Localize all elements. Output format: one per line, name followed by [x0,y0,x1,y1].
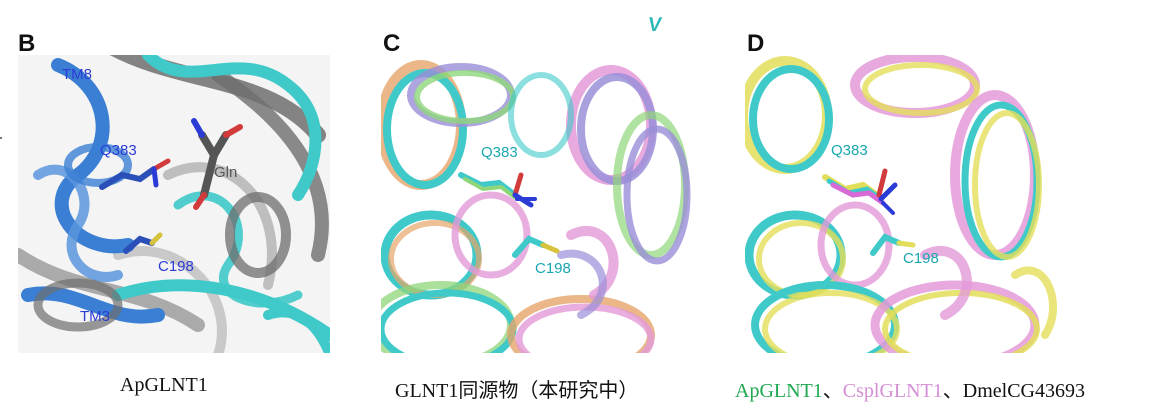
stray-mark: V [646,14,663,36]
panel-b-structure: TM8 Q383 Gln C198 TM3 [18,55,330,353]
label-q383: Q383 [100,142,137,159]
label-tm3: TM3 [80,308,110,325]
caption-d-apglnt1: ApGLNT1 [735,380,823,402]
stray-dot [0,137,2,139]
label-gln: Gln [214,164,237,181]
label-q383: Q383 [831,142,868,159]
caption-d-sep2: 、 [942,380,963,402]
label-q383: Q383 [481,144,518,161]
caption-d-csplglnt1: CsplGLNT1 [842,380,943,402]
label-c198: C198 [158,258,194,275]
panel-b-svg: TM8 Q383 Gln C198 TM3 [18,55,330,353]
label-c198: C198 [903,250,939,267]
panel-c-structure: Q383 C198 [381,55,694,353]
panel-d-svg: Q383 C198 [745,55,1058,353]
label-tm8: TM8 [62,66,92,83]
label-c198: C198 [535,260,571,277]
caption-d-sep1: 、 [822,380,843,402]
caption-d: ApGLNT1、CsplGLNT1、DmelCG43693 [735,374,1085,403]
caption-c: GLNT1同源物（本研究中） [395,380,639,402]
panel-letter-b: B [18,30,36,57]
panel-d-structure: Q383 C198 [745,55,1058,353]
caption-d-dmelcg43693: DmelCG43693 [962,380,1085,402]
caption-b: ApGLNT1 [120,374,208,396]
panel-letter-c: C [383,30,401,57]
panel-c-svg: Q383 C198 [381,55,694,353]
panel-letter-d: D [747,30,765,57]
